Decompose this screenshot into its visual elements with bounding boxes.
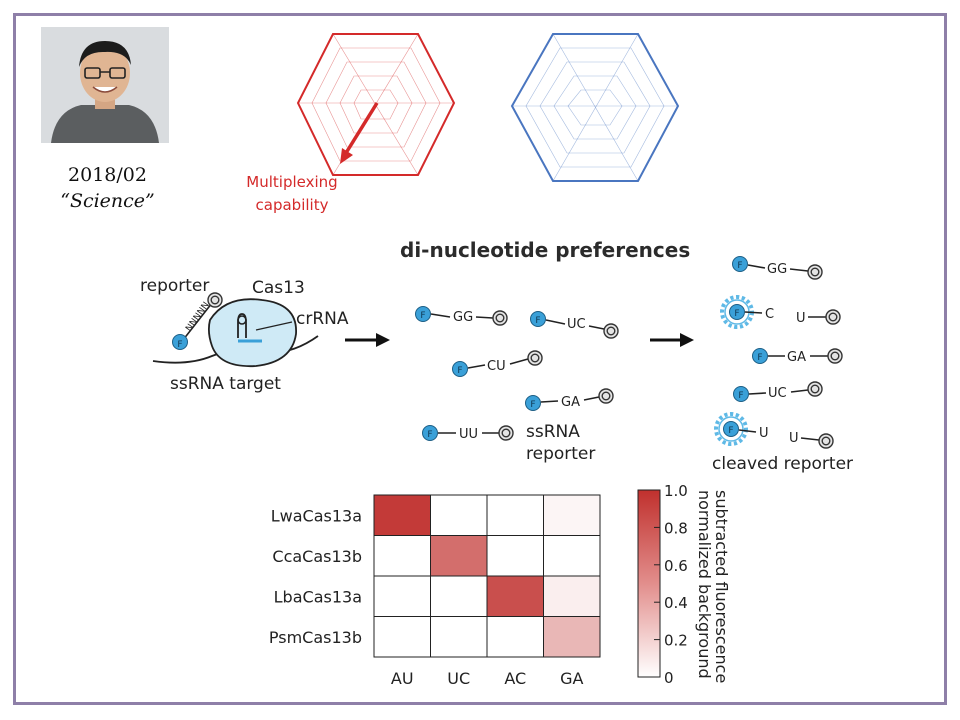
ssrna-label: ssRNA xyxy=(526,422,580,442)
svg-text:UC: UC xyxy=(768,386,787,401)
svg-text:F: F xyxy=(734,309,739,319)
svg-text:U: U xyxy=(759,426,769,441)
svg-text:F: F xyxy=(530,400,535,410)
colorbar-tick-label: 0.6 xyxy=(664,557,688,575)
row-label-PsmCas13b: PsmCas13b xyxy=(269,628,362,647)
reporter-cu: F CU xyxy=(452,350,543,377)
heatmap-cell-PsmCas13b-AU xyxy=(373,616,431,658)
reporter-gg: F GG xyxy=(415,306,508,326)
heatmap-cell-CcaCas13b-GA xyxy=(543,535,601,577)
svg-text:F: F xyxy=(420,311,425,321)
cas13-complex: F NNNNN reporter Cas13 crRNA ssRNA targe… xyxy=(140,276,349,394)
heatmap-cell-LbaCas13a-AC xyxy=(486,575,544,617)
colorbar: 0 0.2 0.4 0.6 0.8 1.0 normalized background s… xyxy=(637,482,731,687)
svg-text:F: F xyxy=(457,366,462,376)
radar-red-arrow xyxy=(340,102,379,164)
process-arrow-1 xyxy=(345,333,390,347)
cas13-schematic: F NNNNN reporter Cas13 crRNA ssRNA targe… xyxy=(140,256,853,474)
reporter-label: reporter xyxy=(140,276,209,296)
reporter-2-label: reporter xyxy=(526,444,595,464)
heatmap-column-labels: AU UC AC GA xyxy=(391,669,584,688)
heatmap-cell-PsmCas13b-UC xyxy=(430,616,488,658)
heatmap-cell-LwaCas13a-GA xyxy=(543,494,601,536)
svg-text:F: F xyxy=(757,353,762,363)
heatmap-cell-CcaCas13b-AU xyxy=(373,535,431,577)
svg-text:F: F xyxy=(737,261,742,271)
svg-text:CU: CU xyxy=(487,359,506,374)
row-label-LbaCas13a: LbaCas13a xyxy=(274,587,362,606)
heatmap-cell-CcaCas13b-UC xyxy=(430,535,488,577)
heatmap-cell-LbaCas13a-GA xyxy=(543,575,601,617)
row-label-CcaCas13b: CcaCas13b xyxy=(272,547,362,566)
heatmap-cell-LwaCas13a-AC xyxy=(486,494,544,536)
heatmap-cell-LbaCas13a-AU xyxy=(373,575,431,617)
column-label-GA: GA xyxy=(560,669,583,688)
svg-text:U: U xyxy=(789,431,799,446)
colorbar-tick-label: 1.0 xyxy=(664,482,688,500)
cleaved-reporter-u: F U U xyxy=(714,412,834,449)
heatmap-cell-LbaCas13a-UC xyxy=(430,575,488,617)
heatmap-cell-LwaCas13a-AU xyxy=(373,494,431,536)
cleaved-reporter-uc: F UC xyxy=(733,381,823,402)
cleaved-reporter-c: F C U xyxy=(720,295,841,329)
radar-blue xyxy=(510,33,680,182)
heatmap-cell-LwaCas13a-UC xyxy=(430,494,488,536)
heatmap-cell-CcaCas13b-AC xyxy=(486,535,544,577)
colorbar-tick-label: 0.8 xyxy=(664,519,688,537)
reporter-uc: F UC xyxy=(530,311,619,339)
column-label-AC: AC xyxy=(504,669,526,688)
colorbar-label-2: subtracted fluorescence xyxy=(712,490,731,683)
heatmap-cell-PsmCas13b-GA xyxy=(543,616,601,658)
colorbar-tick-label: 0.2 xyxy=(664,632,688,650)
cas13-label: Cas13 xyxy=(252,278,305,298)
svg-text:UU: UU xyxy=(459,427,478,442)
crrna-label: crRNA xyxy=(296,309,349,329)
reporter-uu: F UU xyxy=(422,425,514,442)
colorbar-tick-label: 0 xyxy=(664,669,674,687)
capability-label: capability xyxy=(255,196,329,214)
schematic-title: di-nucleotide preferences xyxy=(400,238,691,262)
reporter-ga: F GA xyxy=(525,388,614,411)
svg-text:F: F xyxy=(427,430,432,440)
portrait-photo xyxy=(41,27,169,143)
multiplexing-label: Multiplexing xyxy=(246,173,338,191)
row-label-LwaCas13a: LwaCas13a xyxy=(271,506,362,525)
svg-text:C: C xyxy=(765,307,774,322)
svg-text:F: F xyxy=(738,391,743,401)
svg-text:UC: UC xyxy=(567,317,586,332)
svg-text:F: F xyxy=(728,426,733,436)
process-arrow-2 xyxy=(650,333,694,347)
column-label-UC: UC xyxy=(447,669,470,688)
svg-text:U: U xyxy=(796,311,806,326)
nnnnn-label: NNNNN xyxy=(184,300,212,333)
slide-frame xyxy=(13,13,947,705)
heatmap-cells xyxy=(373,494,601,658)
heatmap-cell-PsmCas13b-AC xyxy=(486,616,544,658)
cleaved-reporter-gg: F GG xyxy=(732,256,823,280)
column-label-AU: AU xyxy=(391,669,414,688)
radar-charts xyxy=(296,33,680,182)
portrait-journal: “Science” xyxy=(60,190,155,212)
ssrna-target-label: ssRNA target xyxy=(170,374,281,394)
colorbar-label-1: normalized background xyxy=(695,490,714,679)
reporter-fluor-label: F xyxy=(177,340,182,350)
colorbar-ticks: 0 0.2 0.4 0.6 0.8 1.0 xyxy=(654,482,688,687)
svg-text:F: F xyxy=(535,316,540,326)
portrait-date: 2018/02 xyxy=(68,164,147,186)
colorbar-tick-label: 0.4 xyxy=(664,594,688,612)
svg-text:GA: GA xyxy=(787,350,806,365)
svg-text:GG: GG xyxy=(453,310,473,325)
svg-text:GA: GA xyxy=(561,395,580,410)
cleaved-reporter-label: cleaved reporter xyxy=(712,454,853,474)
svg-text:GG: GG xyxy=(767,262,787,277)
cleaved-reporter-ga: F GA xyxy=(752,348,843,365)
